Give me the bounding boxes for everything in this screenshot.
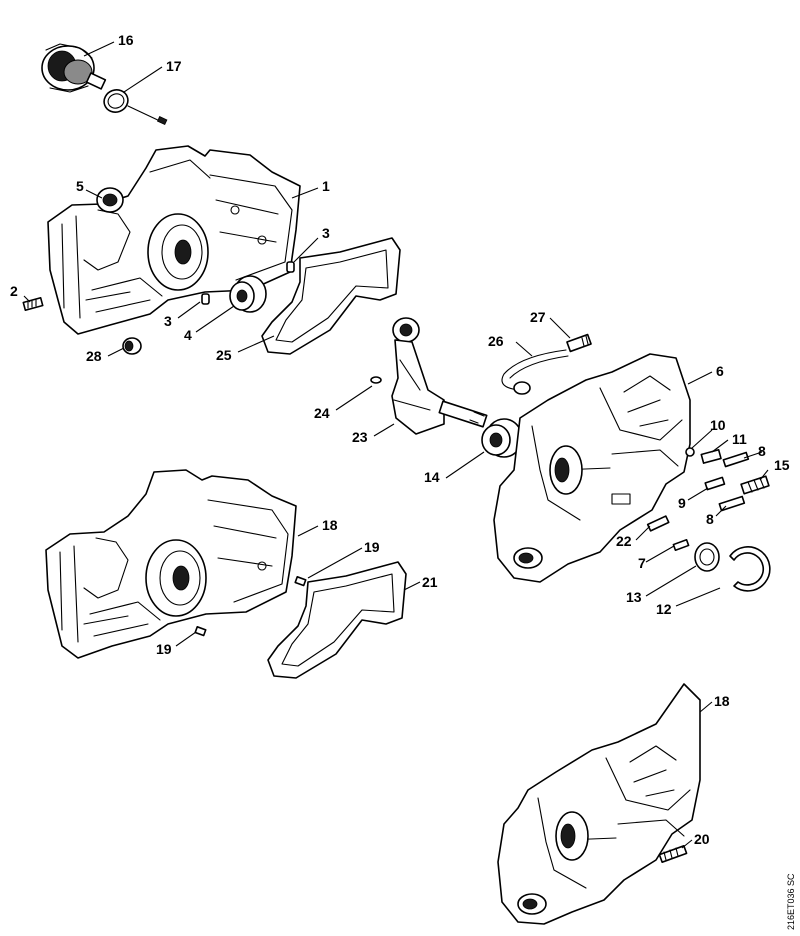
callout-8a: 8 <box>758 443 766 459</box>
callout-18a: 18 <box>322 517 338 533</box>
part-27-fitting[interactable] <box>566 333 592 353</box>
callout-17: 17 <box>166 58 182 74</box>
part-3-dowel-pin-b[interactable] <box>201 293 210 305</box>
part-9-stud[interactable] <box>704 476 726 491</box>
callout-14: 14 <box>424 469 440 485</box>
part-22-screw[interactable] <box>646 515 670 532</box>
part-28-plug[interactable] <box>122 337 142 355</box>
callout-22: 22 <box>616 533 632 549</box>
part-15-stud[interactable] <box>740 475 770 495</box>
callout-21: 21 <box>422 574 438 590</box>
part-11-collar-stud[interactable] <box>700 449 722 464</box>
callout-27: 27 <box>530 309 546 325</box>
part-20-screw[interactable] <box>658 844 688 864</box>
part-19-dowel-pin-a[interactable] <box>294 576 307 587</box>
callout-23: 23 <box>352 429 368 445</box>
callout-15: 15 <box>774 457 790 473</box>
callout-3a: 3 <box>322 225 330 241</box>
callout-12: 12 <box>656 601 672 617</box>
callout-labels: 16 17 1 5 3 2 3 4 25 28 27 26 6 24 23 14… <box>10 32 790 847</box>
callout-16: 16 <box>118 32 134 48</box>
callout-11: 11 <box>732 431 747 447</box>
part-21-gasket[interactable] <box>267 561 407 679</box>
part-7-pin[interactable] <box>672 538 690 552</box>
drawing-code: 216ET036 SC <box>786 873 796 930</box>
callout-3b: 3 <box>164 313 172 329</box>
callout-24: 24 <box>314 405 330 421</box>
part-26-oil-hose[interactable] <box>501 349 569 395</box>
part-14-ball-bearing[interactable] <box>481 418 523 458</box>
callout-19b: 19 <box>156 641 172 657</box>
part-18-crankcase-assembly-left[interactable] <box>45 469 297 659</box>
leader-lines <box>23 41 769 849</box>
callout-13: 13 <box>626 589 642 605</box>
callout-4: 4 <box>184 327 192 343</box>
callout-20: 20 <box>694 831 710 847</box>
part-2-screw[interactable] <box>22 297 44 311</box>
callout-1: 1 <box>322 178 330 194</box>
callout-10: 10 <box>710 417 726 433</box>
part-10-pin[interactable] <box>685 447 695 457</box>
callout-26: 26 <box>488 333 504 349</box>
callout-5: 5 <box>76 178 84 194</box>
part-5-oil-seal[interactable] <box>96 187 124 213</box>
callout-25: 25 <box>216 347 232 363</box>
part-8-stud-a[interactable] <box>722 451 750 468</box>
callout-8b: 8 <box>706 511 714 527</box>
part-18-crankcase-assembly-right[interactable] <box>497 683 701 925</box>
part-12-circlip[interactable] <box>729 546 771 592</box>
part-13-seal[interactable] <box>694 542 720 572</box>
part-6-crankcase-half[interactable] <box>493 353 691 583</box>
callout-28: 28 <box>86 348 102 364</box>
part-19-dowel-pin-b[interactable] <box>194 626 207 637</box>
callout-2: 2 <box>10 283 18 299</box>
callout-19a: 19 <box>364 539 380 555</box>
part-25-gasket[interactable] <box>261 237 401 355</box>
callout-9: 9 <box>678 495 686 511</box>
part-24-woodruff-key[interactable] <box>370 376 382 384</box>
callout-18b: 18 <box>714 693 730 709</box>
callout-7: 7 <box>638 555 646 571</box>
part-3-dowel-pin-a[interactable] <box>286 261 295 273</box>
part-17-oil-line-ring[interactable] <box>101 87 168 126</box>
part-23-crankshaft[interactable] <box>391 317 488 435</box>
part-4-ball-bearing[interactable] <box>229 275 267 313</box>
part-16-oil-pump[interactable] <box>41 43 107 93</box>
callout-6: 6 <box>716 363 724 379</box>
